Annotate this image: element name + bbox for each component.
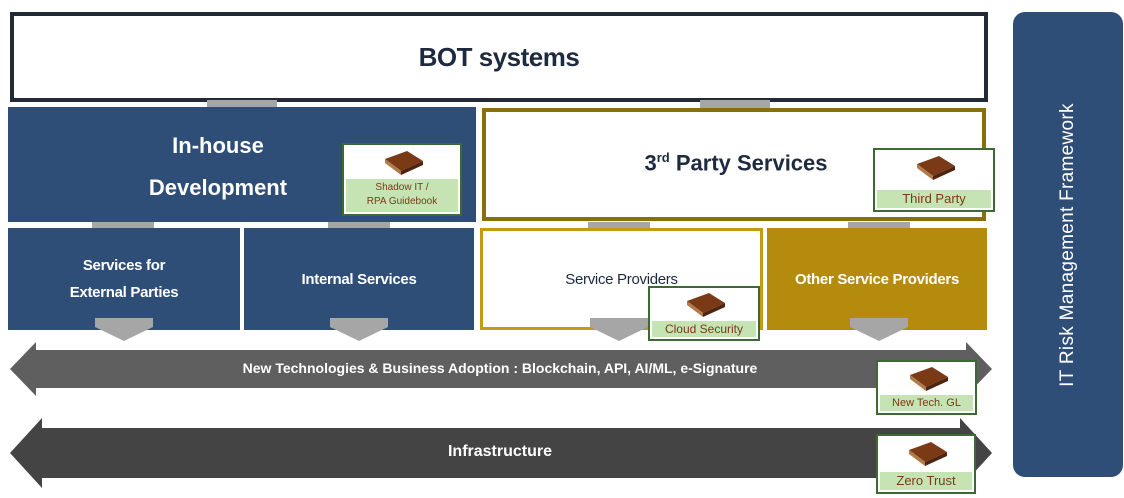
zero-trust-label: Zero Trust <box>880 472 972 490</box>
cloud-security-guidebook: Cloud Security <box>648 286 760 341</box>
infrastructure-label: Infrastructure <box>447 443 553 460</box>
internal-services-box: Internal Services <box>244 228 474 330</box>
book-icon <box>909 442 947 466</box>
book-icon <box>917 156 955 180</box>
chevron-down-icon <box>330 318 388 341</box>
other-service-providers-label: Other Service Providers <box>794 270 960 288</box>
zero-trust-guidebook: Zero Trust <box>876 434 976 494</box>
infrastructure-band <box>10 418 992 488</box>
inhouse-line1: In-house <box>172 133 264 158</box>
shadow-it-label-line1: Shadow IT / <box>375 182 429 193</box>
third-party-services-title: 3rd Party Services <box>644 150 828 176</box>
book-icon <box>687 293 725 317</box>
chevron-down-icon <box>95 318 153 341</box>
it-risk-framework-label: IT Risk Management Framework <box>1057 102 1078 387</box>
new-technologies-band <box>10 342 992 396</box>
third-party-guide-label: Third Party <box>877 190 991 208</box>
third-party-guidebook: Third Party <box>873 148 995 212</box>
bot-systems-box: BOT systems <box>10 12 988 102</box>
chevron-down-icon <box>850 318 908 341</box>
new-tech-guidebook: New Tech. GL <box>876 360 977 415</box>
inhouse-line2: Development <box>148 175 288 200</box>
internal-services-label: Internal Services <box>301 270 417 288</box>
services-external-parties-box: Services for External Parties <box>8 228 240 330</box>
chevron-down-icon <box>590 318 648 341</box>
new-technologies-label: New Technologies & Business Adoption : B… <box>242 360 758 376</box>
cloud-security-label: Cloud Security <box>652 321 756 337</box>
bot-systems-label: BOT systems <box>418 41 580 72</box>
shadow-it-guidebook: Shadow IT / RPA Guidebook <box>342 143 462 216</box>
service-providers-label: Service Providers <box>565 270 678 288</box>
it-risk-framework-panel: IT Risk Management Framework <box>1013 12 1123 477</box>
book-icon <box>909 367 948 391</box>
services-external-line1: Services for <box>82 257 166 274</box>
new-tech-label: New Tech. GL <box>880 395 973 411</box>
book-icon <box>385 151 423 175</box>
other-service-providers-box: Other Service Providers <box>767 228 987 330</box>
shadow-it-label-line2: RPA Guidebook <box>366 196 438 207</box>
services-external-line2: External Parties <box>69 284 179 301</box>
